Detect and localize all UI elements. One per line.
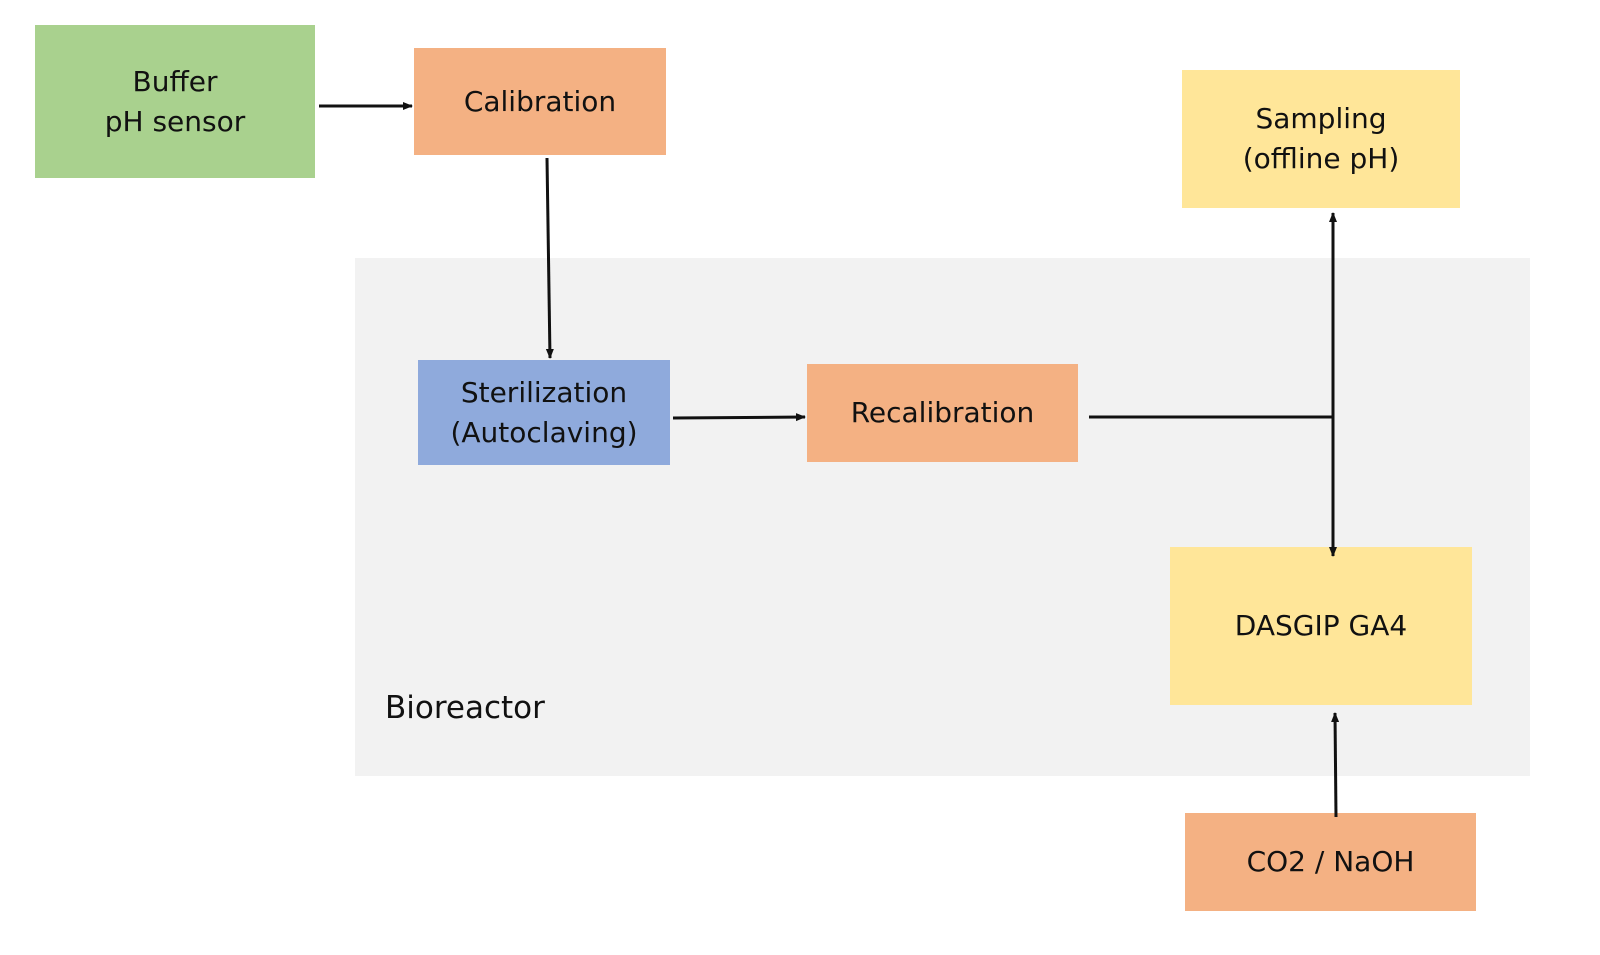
node-sterilization-line-1: Sterilization [460,375,628,409]
node-sampling: Sampling (offline pH) [1182,70,1460,208]
node-dasgip-ga4: DASGIP GA4 [1170,547,1472,705]
node-co2-label: CO2 / NaOH [1246,845,1415,878]
node-calibration-label: Calibration [463,84,617,118]
node-sterilization: Sterilization (Autoclaving) [418,360,670,465]
node-sampling-line-2: (offline pH) [1242,142,1400,175]
node-dasgip-label: DASGIP GA4 [1234,609,1408,642]
node-recalibration-label: Recalibration [850,396,1035,429]
node-buffer-ph-sensor: Buffer pH sensor [35,25,315,178]
bioreactor-label: Bioreactor [385,690,545,726]
node-calibration: Calibration [414,48,666,155]
node-sampling-line-1: Sampling [1255,102,1387,135]
node-recalibration: Recalibration [807,364,1078,462]
node-sterilization-line-2: (Autoclaving) [450,415,638,449]
node-co2-naoh: CO2 / NaOH [1185,813,1476,911]
node-buffer-line-1: Buffer [132,64,218,98]
node-buffer-line-2: pH sensor [104,104,246,138]
